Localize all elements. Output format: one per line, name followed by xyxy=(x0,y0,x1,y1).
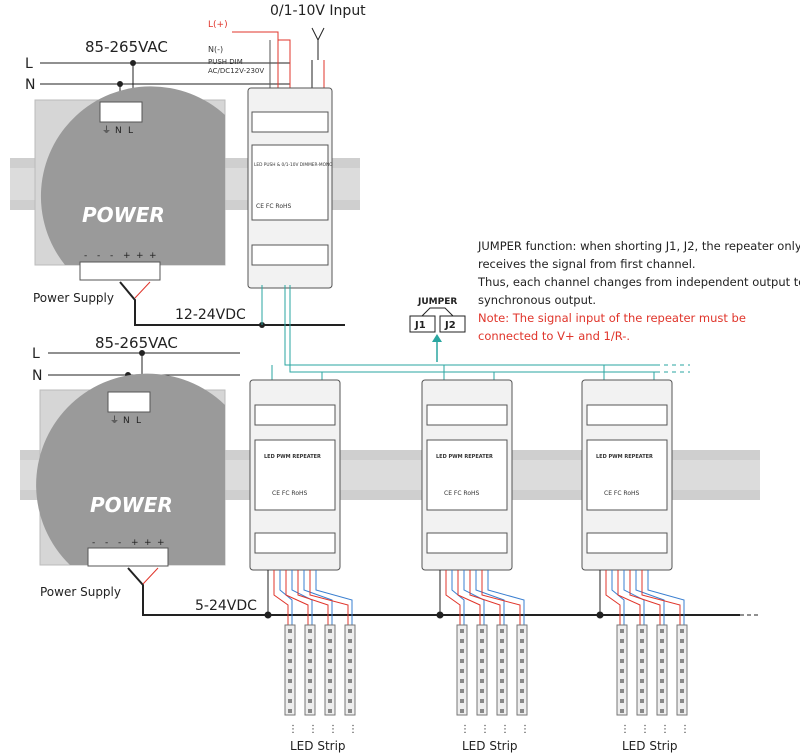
dc-terminal-label: + xyxy=(149,251,157,261)
led-strip-label: LED Strip xyxy=(462,739,518,753)
repeater-cert: CE FC RoHS xyxy=(272,490,308,497)
repeater-cert: CE FC RoHS xyxy=(444,490,480,497)
dc-terminal-label: - xyxy=(110,251,113,261)
led-strip: ⋮ xyxy=(656,624,670,735)
dc-terminal-label: + xyxy=(123,251,131,261)
dc-terminal-label: + xyxy=(157,538,165,548)
svg-text:⋮: ⋮ xyxy=(680,724,690,735)
svg-text:⋮: ⋮ xyxy=(660,724,670,735)
note-line-2: Thus, each channel changes from independ… xyxy=(478,275,800,307)
n-minus-label: N(-) xyxy=(208,45,223,54)
jumper-j2: J2 xyxy=(444,320,456,331)
led-strip: ⋮ xyxy=(344,624,358,735)
ac-terminal-label: ⏚ xyxy=(102,125,111,136)
upper-ac-label: 85-265VAC xyxy=(85,38,168,56)
jumper-j1: J1 xyxy=(414,320,426,331)
push-voltage-label: AC/DC12V-230V xyxy=(208,67,264,75)
upper-l-label: L xyxy=(25,56,33,72)
psu-power-text: POWER xyxy=(82,203,165,227)
dc-terminal-label: - xyxy=(105,538,108,548)
led-strip: ⋮ xyxy=(304,624,318,735)
repeater-label: LED PWM REPEATER xyxy=(436,454,493,460)
svg-text:⋮: ⋮ xyxy=(620,724,630,735)
svg-text:⋮: ⋮ xyxy=(328,724,338,735)
led-strip-label: LED Strip xyxy=(622,739,678,753)
repeater-cert: CE FC RoHS xyxy=(604,490,640,497)
svg-text:⋮: ⋮ xyxy=(640,724,650,735)
input-title: 0/1-10V Input xyxy=(270,3,366,19)
jumper-title: JUMPER xyxy=(417,297,457,307)
led-strip: ⋮ xyxy=(476,624,490,735)
led-strip: ⋮ xyxy=(636,624,650,735)
note-line-1: JUMPER function: when shorting J1, J2, t… xyxy=(478,239,800,271)
jumper-diagram: JUMPER J1 J2 xyxy=(409,297,466,362)
psu-caption-lower: Power Supply xyxy=(40,585,121,599)
led-strip: ⋮ xyxy=(456,624,470,735)
power-supply-lower: POWER xyxy=(36,373,226,567)
upper-n-label: N xyxy=(25,77,35,93)
jumper-note: JUMPER function: when shorting J1, J2, t… xyxy=(478,237,800,345)
note-warning: Note: The signal input of the repeater m… xyxy=(478,311,746,343)
led-strip: ⋮ xyxy=(324,624,338,735)
power-supply-upper: POWER xyxy=(34,86,226,281)
ac-terminal-label: N xyxy=(123,416,130,426)
ac-terminal-label: ⏚ xyxy=(110,415,119,426)
led-strip: ⋮ xyxy=(284,624,298,735)
pwm-repeater: LED PWM REPEATER CE FC RoHS xyxy=(581,365,685,625)
svg-text:⋮: ⋮ xyxy=(308,724,318,735)
led-strip: ⋮ xyxy=(496,624,510,735)
repeater-label: LED PWM REPEATER xyxy=(596,454,653,460)
svg-text:⋮: ⋮ xyxy=(520,724,530,735)
dimmer-label: LED PUSH & 0/1-10V DIMMER-MONO xyxy=(254,162,333,168)
svg-text:⋮: ⋮ xyxy=(460,724,470,735)
l-plus-label: L(+) xyxy=(208,20,228,30)
svg-text:⋮: ⋮ xyxy=(348,724,358,735)
led-strip-label: LED Strip xyxy=(290,739,346,753)
ac-terminal-label: N xyxy=(115,126,122,136)
svg-text:⋮: ⋮ xyxy=(288,724,298,735)
dimmer-cert: CE FC RoHS xyxy=(256,203,292,210)
dc-terminal-label: - xyxy=(118,538,121,548)
psu-power-text-lower: POWER xyxy=(90,493,173,517)
dimmer-module: LED PUSH & 0/1-10V DIMMER-MONO CE FC RoH… xyxy=(247,87,333,289)
dc-terminal-label: + xyxy=(136,251,144,261)
lower-l-label: L xyxy=(32,346,40,362)
dc-terminal-label: - xyxy=(84,251,87,261)
psu-caption-upper: Power Supply xyxy=(33,291,114,305)
push-dim-label: PUSH DIM xyxy=(208,58,243,66)
upper-dc-label: 12-24VDC xyxy=(175,307,246,323)
svg-text:⋮: ⋮ xyxy=(480,724,490,735)
dc-terminal-label: + xyxy=(131,538,139,548)
lower-n-label: N xyxy=(32,368,42,384)
svg-text:⋮: ⋮ xyxy=(500,724,510,735)
repeater-label: LED PWM REPEATER xyxy=(264,454,321,460)
dc-terminal-label: + xyxy=(144,538,152,548)
ac-terminal-label: L xyxy=(136,416,141,426)
led-strip: ⋮ xyxy=(616,624,630,735)
lower-ac-label: 85-265VAC xyxy=(95,334,178,352)
ac-terminal-label: L xyxy=(128,126,133,136)
dc-terminal-label: - xyxy=(92,538,95,548)
led-strip: ⋮ xyxy=(516,624,530,735)
dc-terminal-label: - xyxy=(97,251,100,261)
pwm-repeater: LED PWM REPEATER CE FC RoHS xyxy=(249,365,353,625)
pwm-repeater: LED PWM REPEATER CE FC RoHS xyxy=(421,365,525,625)
led-strip: ⋮ xyxy=(676,624,690,735)
lower-dc-label: 5-24VDC xyxy=(195,598,257,614)
